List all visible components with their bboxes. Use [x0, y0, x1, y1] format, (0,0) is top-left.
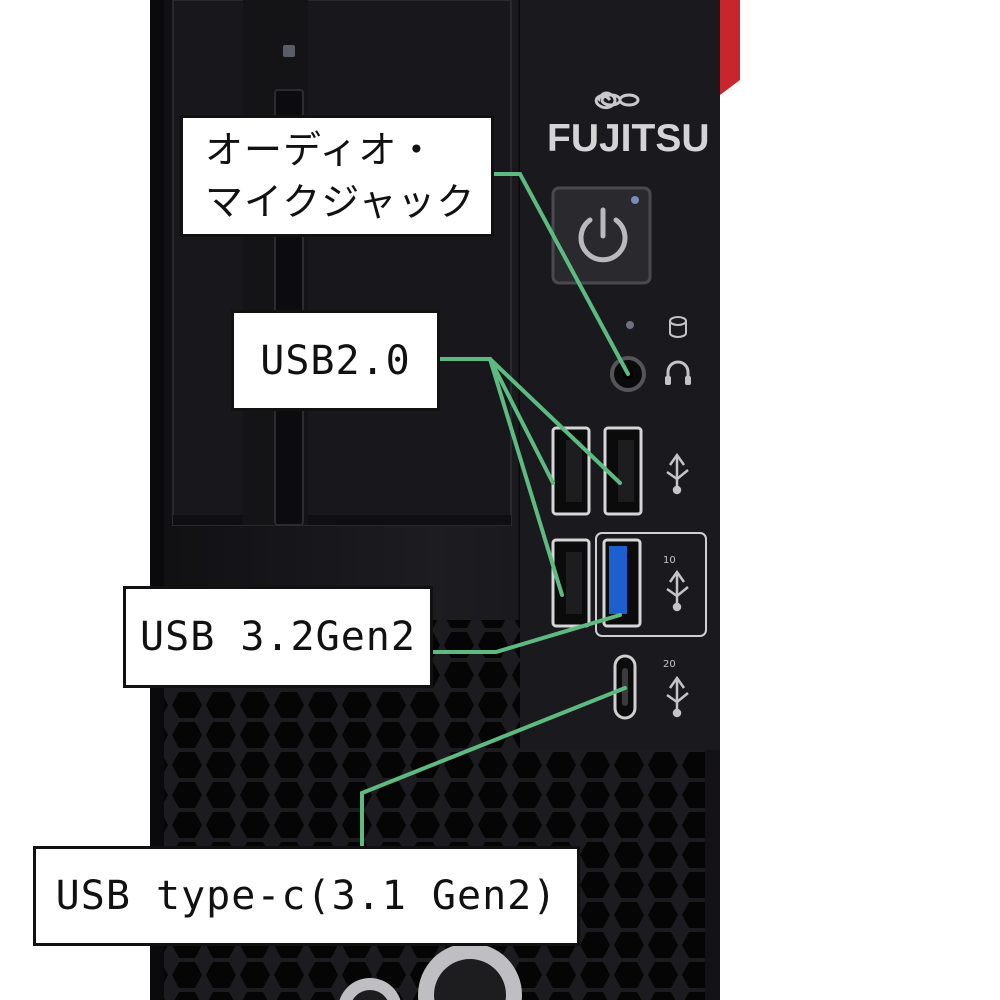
callout-audio-mic-jack: オーディオ・ マイクジャック — [180, 115, 494, 237]
usb32-port[interactable] — [602, 538, 642, 628]
hdd-led — [626, 321, 634, 329]
callout-usb2: USB2.0 — [231, 310, 440, 411]
usb20-marking: 20 — [663, 659, 676, 670]
usb10-marking: 10 — [663, 555, 676, 566]
usb32-bracket — [595, 532, 707, 637]
power-led — [631, 196, 639, 204]
usb-icon — [666, 675, 689, 718]
usb-icon — [666, 452, 689, 495]
callout-usb32: USB 3.2Gen2 — [123, 586, 433, 688]
hdd-icon — [669, 316, 687, 338]
brand-name: FUJITSU — [547, 117, 710, 160]
callout-audio-line2: マイクジャック — [205, 180, 476, 224]
leader-lines — [360, 172, 630, 848]
usb2-port-bottom-left[interactable] — [551, 538, 591, 628]
headphone-icon — [666, 360, 690, 382]
usb2-port-top-right[interactable] — [603, 426, 643, 516]
usb-icon — [666, 569, 689, 612]
power-icon — [578, 207, 628, 263]
usb2-port-top-left[interactable] — [551, 426, 591, 516]
callout-usbc: USB type-c(3.1 Gen2) — [33, 846, 580, 946]
drive-led — [283, 45, 295, 57]
drive-bay — [172, 0, 512, 526]
brand-logo — [594, 91, 640, 109]
callout-audio-line1: オーディオ・ — [205, 128, 437, 172]
